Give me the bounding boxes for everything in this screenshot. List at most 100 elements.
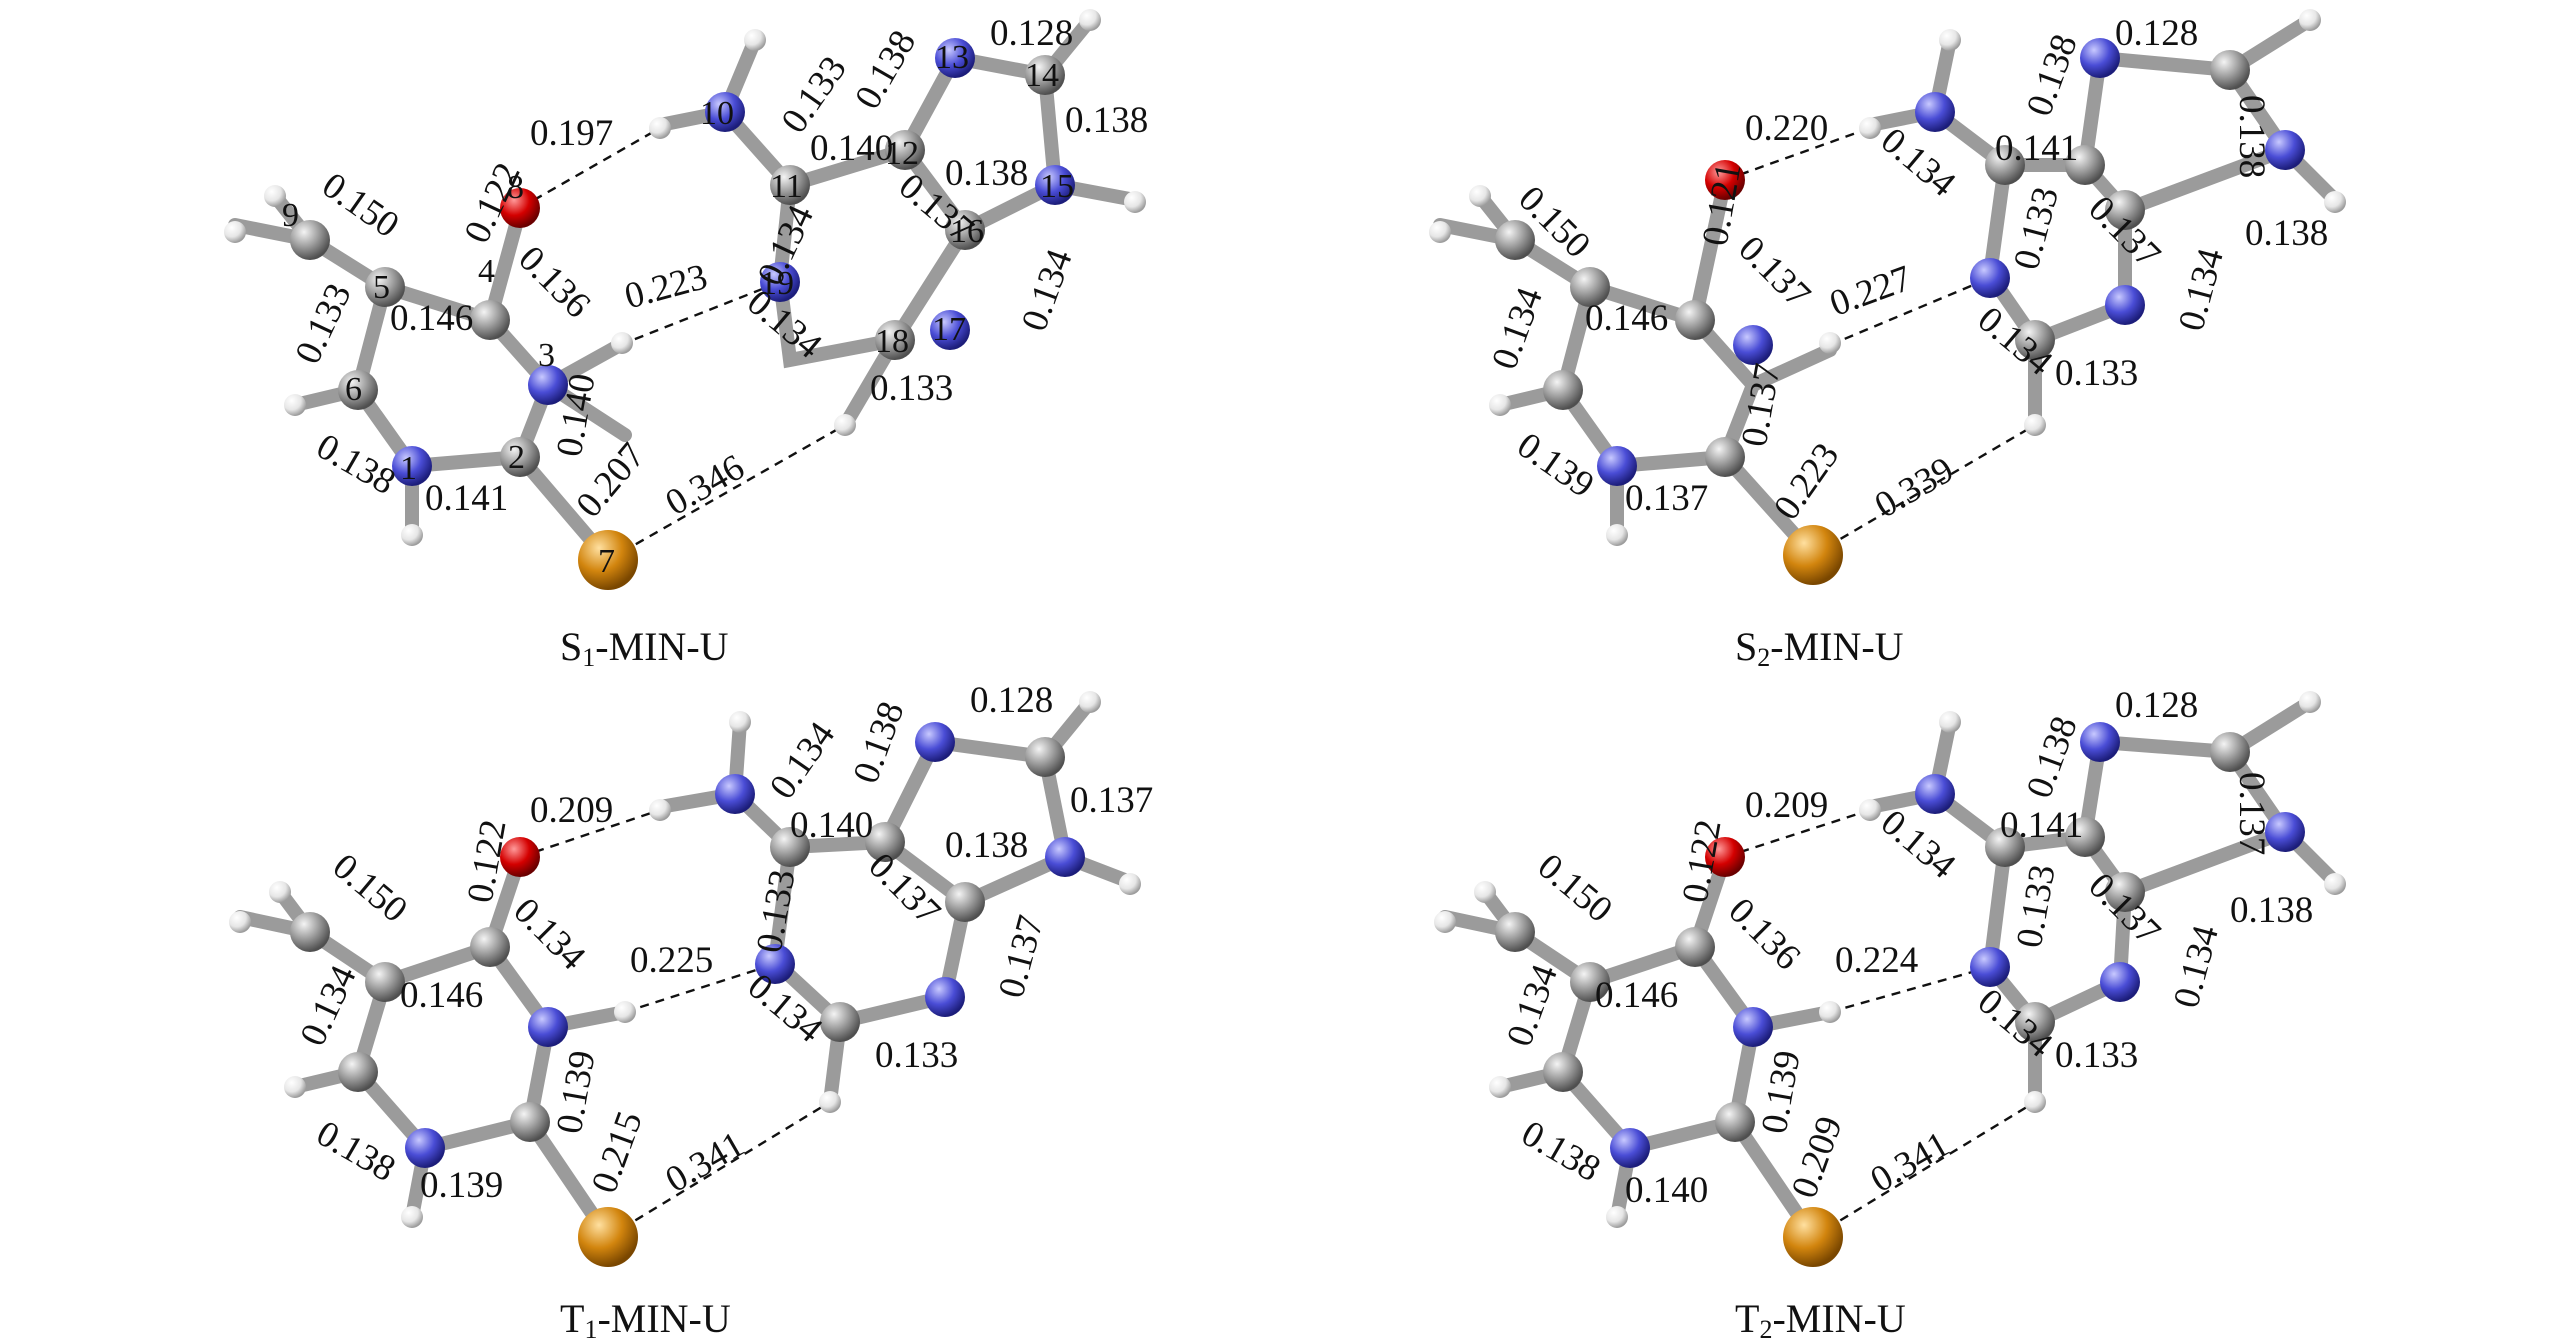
carbon-atom — [2015, 320, 2055, 360]
bond-length-label: 0.137 — [2231, 772, 2272, 855]
carbon-atom — [2065, 145, 2105, 185]
bond-length-label: 0.139 — [1510, 425, 1602, 506]
bond-length-label: 0.141 — [425, 478, 508, 519]
nitrogen-atom — [1597, 446, 1637, 486]
hydrogen-atom — [819, 1091, 841, 1113]
hydrogen-bonds — [1724, 126, 2036, 557]
hydrogen-atom — [2024, 1091, 2046, 1113]
bond-length-label: 0.139 — [420, 1165, 503, 1206]
hydrogen-atom — [284, 394, 306, 416]
atoms — [1434, 691, 2346, 1267]
carbon-atom — [820, 1002, 860, 1042]
carbon-atom — [365, 267, 405, 307]
bond-length-label: 0.150 — [325, 846, 415, 931]
carbon-atom — [365, 962, 405, 1002]
oxygen-atom — [1705, 837, 1745, 877]
atoms — [229, 691, 1141, 1267]
hydrogen-atom — [1429, 221, 1451, 243]
bond-length-label: 0.146 — [400, 975, 483, 1016]
hydrogen-bonds — [1724, 808, 2036, 1239]
hydrogen-atom — [1489, 1076, 1511, 1098]
bond-length-label: 0.225 — [630, 940, 713, 981]
atom-index: 17 — [932, 311, 966, 348]
nitrogen-atom — [528, 365, 568, 405]
carbon-atom — [1543, 1052, 1583, 1092]
bond-length-label: 0.134 — [2166, 921, 2227, 1012]
carbon-atom — [1570, 267, 1610, 307]
nitrogen-atom — [1915, 774, 1955, 814]
bond-length-label: 0.138 — [2019, 711, 2086, 803]
bond-length-label: 0.138 — [2245, 213, 2328, 254]
bond-length-label: 0.227 — [1825, 258, 1917, 325]
carbon-atom — [770, 827, 810, 867]
bond-length-label: 0.138 — [2230, 890, 2313, 931]
hydrogen-atom — [1819, 1001, 1841, 1023]
panel-caption: S2-MIN-U — [1735, 624, 1904, 672]
carbon-atom — [2105, 190, 2145, 230]
bond-length-label: 0.138 — [945, 825, 1028, 866]
bond-length-label: 0.140 — [1625, 1170, 1708, 1211]
nitrogen-atom — [1035, 165, 1075, 205]
carbon-atom — [2105, 872, 2145, 912]
hydrogen-atom — [649, 799, 671, 821]
nitrogen-atom — [935, 38, 975, 78]
atom-index: 12 — [885, 135, 919, 172]
panel-s1: 1 2 3 4 5 6 7 8 9 10 11 12 13 14 15 16 1… — [224, 9, 1148, 672]
hydrogen-atom — [1606, 1206, 1628, 1228]
atom-index: 14 — [1025, 57, 1059, 94]
bond-length-label: 0.122 — [1675, 817, 1730, 906]
atom-index: 18 — [875, 323, 909, 360]
atom-index: 3 — [538, 337, 555, 374]
nitrogen-atom — [2080, 722, 2120, 762]
hydrogen-atom — [1124, 191, 1146, 213]
carbon-atom — [290, 912, 330, 952]
bond-length-label: 0.209 — [530, 790, 613, 831]
bond-length-label: 0.140 — [790, 805, 873, 846]
nitrogen-atom — [2265, 812, 2305, 852]
carbon-atom — [945, 210, 985, 250]
bond-length-label: 0.121 — [1695, 160, 1750, 249]
nitrogen-atom — [760, 262, 800, 302]
carbon-atom — [2210, 732, 2250, 772]
bond-length-label: 0.138 — [1065, 100, 1148, 141]
bond-length-label: 0.141 — [2000, 805, 2083, 846]
panel-caption: S1-MIN-U — [560, 624, 729, 672]
oxygen-atom — [500, 188, 540, 228]
panel-t2: 0.138 0.128 0.209 0.137 0.141 0.122 0.13… — [1434, 685, 2346, 1339]
bond-length-label: 0.138 — [2019, 29, 2086, 121]
carbon-atom — [290, 220, 330, 260]
hydrogen-atom — [1859, 799, 1881, 821]
atom-index: 1 — [400, 450, 417, 487]
bond-length-label: 0.138 — [847, 24, 924, 117]
carbon-atom — [1675, 927, 1715, 967]
hydrogen-atom — [1489, 394, 1511, 416]
bond-length-label: 0.128 — [990, 13, 1073, 54]
carbon-atom — [1715, 1102, 1755, 1142]
bond-length-label: 0.134 — [2171, 244, 2232, 335]
nitrogen-atom — [715, 774, 755, 814]
bond-length-label: 0.138 — [310, 1113, 403, 1190]
hydrogen-atom — [2299, 691, 2321, 713]
nitrogen-atom — [528, 1007, 568, 1047]
bond-length-label: 0.223 — [620, 256, 711, 317]
hydrogen-atom — [744, 29, 766, 51]
bond-length-label: 0.138 — [945, 153, 1028, 194]
hydrogen-atom — [611, 332, 633, 354]
oxygen-atom — [1705, 160, 1745, 200]
carbon-atom — [510, 1102, 550, 1142]
carbon-atom — [770, 165, 810, 205]
bond-length-label: 0.139 — [1754, 1048, 1809, 1137]
hydrogen-atom — [1079, 9, 1101, 31]
bond-length-label: 0.346 — [659, 447, 752, 524]
atom-index: 15 — [1040, 168, 1074, 205]
hydrogen-bonds — [519, 808, 831, 1239]
bond-length-label: 0.133 — [875, 1035, 958, 1076]
carbon-atom — [500, 437, 540, 477]
hydrogen-atom — [1434, 911, 1456, 933]
bond-length-label: 0.134 — [292, 959, 364, 1052]
nitrogen-atom — [1610, 1128, 1650, 1168]
bond-length-label: 0.341 — [659, 1124, 752, 1201]
sulfur-atom — [1783, 1207, 1843, 1267]
carbon-atom — [945, 882, 985, 922]
carbon-atom — [2210, 50, 2250, 90]
